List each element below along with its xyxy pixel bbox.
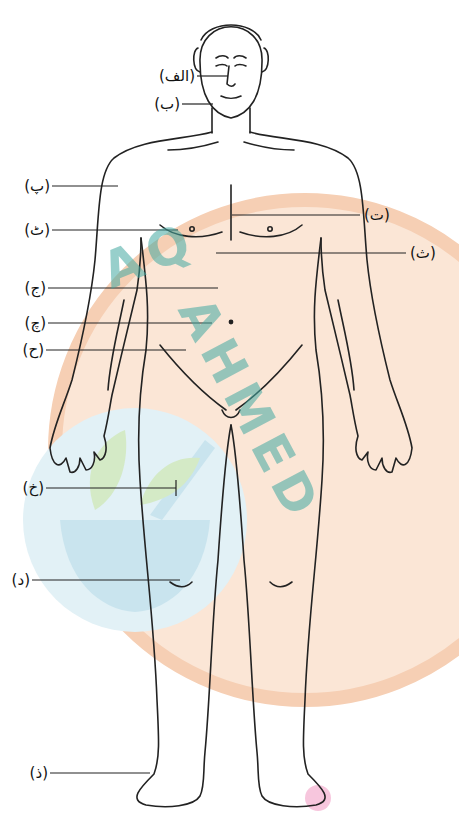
- part-label: (پ): [24, 179, 50, 194]
- body-outline: [50, 25, 412, 807]
- part-label: (ح): [23, 343, 44, 358]
- part-label: (الف): [159, 69, 195, 84]
- part-label: (ت): [364, 208, 390, 223]
- part-label: (ب): [154, 97, 180, 112]
- leader-line: [32, 76, 406, 773]
- part-label: (چ): [25, 316, 46, 331]
- logo-mortar: [60, 520, 210, 612]
- watermark-dot: [305, 785, 331, 811]
- part-label: (ث): [410, 246, 436, 261]
- part-label: (خ): [23, 481, 44, 496]
- part-label: (ذ): [30, 766, 48, 781]
- part-label: (ٹ): [24, 223, 50, 238]
- part-label: (ج): [25, 281, 46, 296]
- logo-leaf: [90, 430, 126, 510]
- logo-circle: [23, 408, 247, 632]
- logo-leaf: [140, 458, 200, 505]
- part-label: (د): [12, 573, 30, 588]
